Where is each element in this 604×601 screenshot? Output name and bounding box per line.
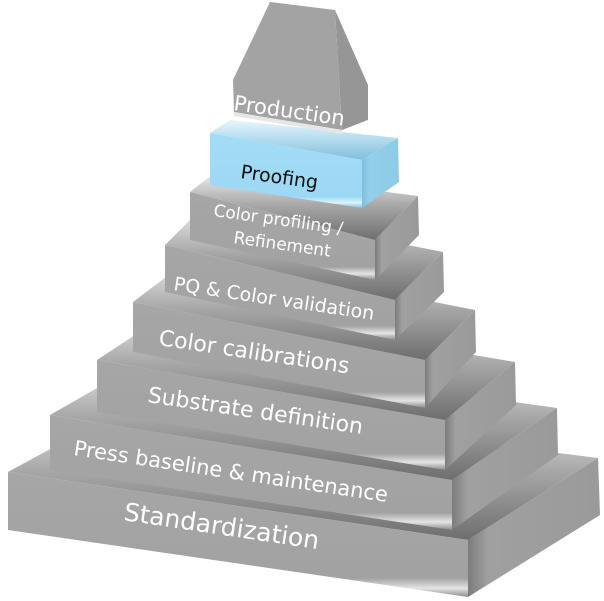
tier-proofing <box>210 120 399 208</box>
tier-top-rim <box>210 120 398 160</box>
tier-right-face <box>375 196 419 280</box>
tier-front-face <box>210 133 362 208</box>
cap-right-face <box>335 10 368 130</box>
tier-right-face <box>445 362 516 470</box>
tier-right-face <box>425 310 476 408</box>
tier-right-face <box>452 408 558 530</box>
tier-right-face <box>395 252 444 340</box>
tier-front-face <box>133 302 425 408</box>
tier-right-face <box>468 458 600 597</box>
tier-front-face <box>8 472 468 597</box>
tier-front-face <box>50 415 452 530</box>
tier-front-face <box>97 360 445 470</box>
cap-bottom-highlight <box>234 112 342 134</box>
tier-production <box>233 2 368 134</box>
cap-front-face <box>233 2 342 130</box>
tier-right-face <box>362 138 399 208</box>
tier-front-face <box>190 192 375 280</box>
tier-front-face <box>165 245 395 340</box>
